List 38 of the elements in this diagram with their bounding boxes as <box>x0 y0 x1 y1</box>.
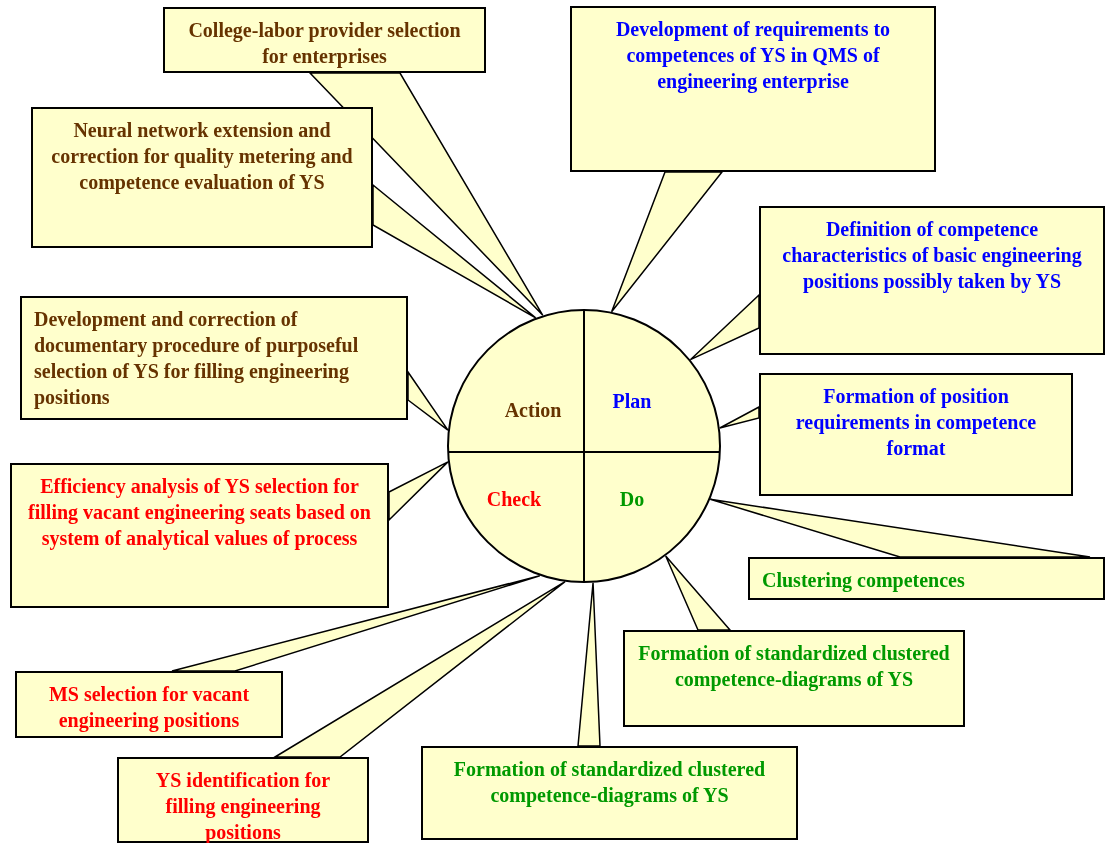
callout-text: Definition of competence characteristics of basic engineering positions possibly taken by YS <box>781 217 1083 294</box>
callout-box <box>163 7 486 73</box>
callout-text: Formation of position requirements in competence format <box>794 384 1038 461</box>
callout-tail <box>709 498 1091 558</box>
callout-box <box>759 373 1073 496</box>
callout-box <box>15 671 283 738</box>
quadrant-label: Check <box>486 489 542 509</box>
callout-box <box>421 746 798 840</box>
quadrant-label: Action <box>504 400 562 420</box>
callout-box <box>31 107 373 248</box>
callout-tail <box>689 293 760 361</box>
callout-box <box>10 463 389 608</box>
quadrant-label: Do <box>619 489 645 509</box>
callout-tail <box>610 171 724 313</box>
callout-tail <box>664 555 732 631</box>
callout-tail <box>577 581 601 747</box>
callout-box <box>117 757 369 843</box>
callout-text: Formation of standardized clustered competence-diagrams of YS <box>452 757 767 808</box>
callout-text: Development of requirements to competences of YS in QMS of engineering enterprise <box>614 17 892 94</box>
quadrant-label: Plan <box>612 391 652 411</box>
callout-box <box>759 206 1105 355</box>
callout-text: MS selection for vacant engineering positions <box>47 682 251 733</box>
callout-tail <box>308 72 544 317</box>
callout-tail <box>372 183 537 319</box>
callout-tail <box>272 580 566 758</box>
callout-text: Formation of standardized clustered competence-diagrams of YS <box>637 641 951 692</box>
callout-box <box>20 296 408 420</box>
callout-text: Neural network extension and correction for quality metering and competence evaluation of YS <box>50 118 354 195</box>
callout-tail <box>171 574 541 672</box>
callout-text: YS identification for filling engineering positions <box>154 768 332 843</box>
callout-tail <box>719 405 760 429</box>
callout-tail <box>407 369 449 431</box>
callout-box <box>748 557 1105 600</box>
callout-text: College-labor provider selection for enterprises <box>187 18 462 69</box>
callout-tail <box>388 461 449 522</box>
callout-text: Clustering competences <box>762 568 966 593</box>
callout-text: Efficiency analysis of YS selection for filling vacant engineering seats based on system of analytical values of process <box>27 474 372 551</box>
callout-text: Development and correction of documentary procedure of purposeful selection of YS for filling engineering positions <box>34 307 360 410</box>
